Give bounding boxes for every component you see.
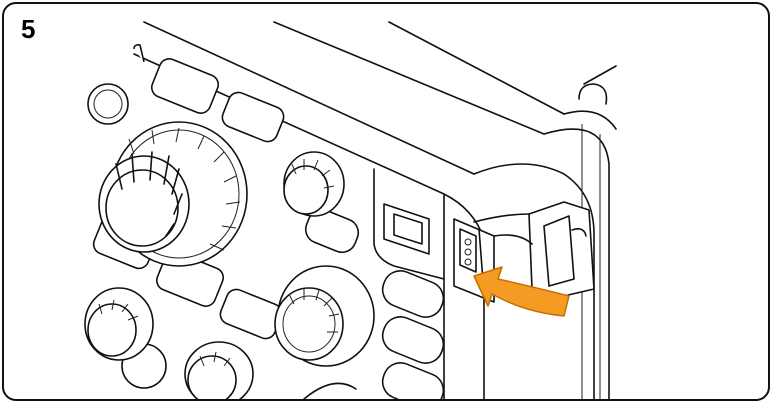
panel-slot <box>383 203 430 255</box>
oscilloscope-front-panel-illustration <box>84 21 617 399</box>
right-column-buttons <box>303 270 445 399</box>
illustration-frame: 5 <box>2 2 770 401</box>
step-number: 5 <box>21 14 36 44</box>
medium-knobs <box>84 151 375 399</box>
rotate-arrow-icon <box>473 266 570 317</box>
large-knob <box>98 121 248 267</box>
